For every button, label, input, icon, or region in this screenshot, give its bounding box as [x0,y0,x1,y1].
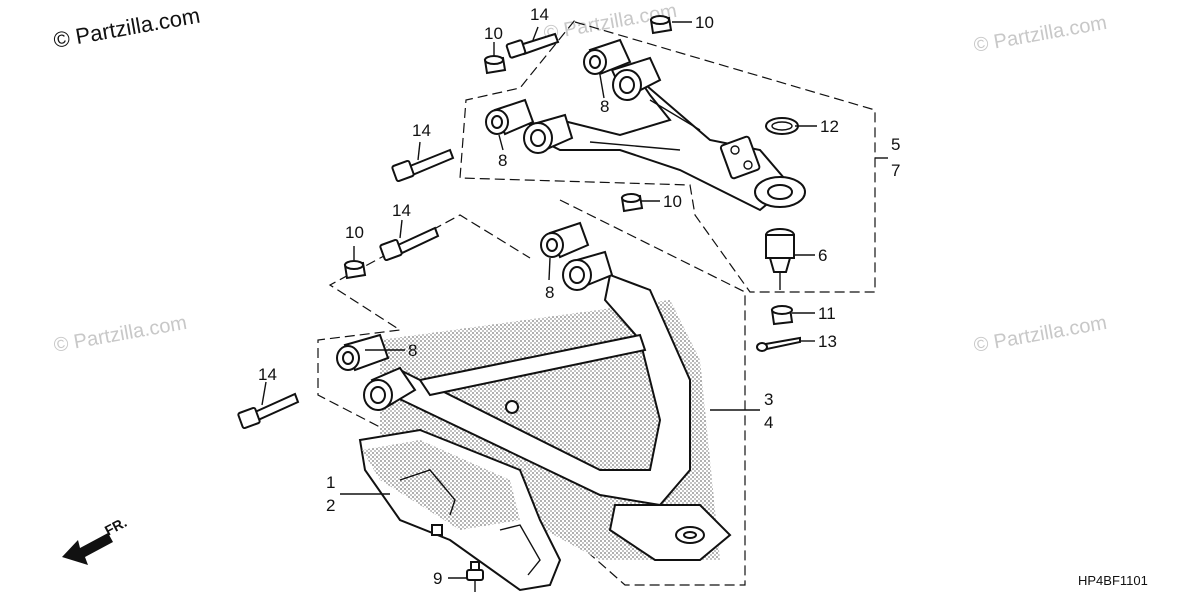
castle-nut-11 [770,305,794,326]
nut-10-upper-a [483,55,507,75]
watermark: © Partzilla.com [972,12,1109,57]
nut-10-upper-b [649,15,673,35]
bushing-8-lower-a [540,221,590,259]
callout-14: 14 [258,365,277,384]
callout-9: 9 [433,569,442,588]
callout-8: 8 [545,283,554,302]
callout-10: 10 [484,24,503,43]
nut-10-lower-b [343,260,367,280]
callout-1: 1 [326,473,335,492]
callout-14: 14 [412,121,431,140]
cotter-pin-13 [756,336,801,352]
ball-joint-6 [765,228,795,290]
callout-13: 13 [818,332,837,351]
callout-14: 14 [392,201,411,220]
watermark-top-left: © Partzilla.com [52,3,202,53]
callout-8: 8 [408,341,417,360]
leader-lines [261,21,888,579]
callout-10: 10 [663,192,682,211]
nut-10-lower-a [620,193,644,213]
bushing-8-upper-b [485,98,535,136]
diagram-code: HP4BF1101 [1078,573,1148,588]
callout-12: 12 [820,117,839,136]
lower-arm-group-outline [317,199,746,586]
bushing-8-upper-a [583,38,632,76]
front-direction-arrow: FR. [62,514,129,565]
callout-2: 2 [326,496,335,515]
bolt-14-upper-b [391,148,455,183]
bolt-9 [466,561,484,592]
callout-14: 14 [530,5,549,24]
watermark: © Partzilla.com [972,312,1109,357]
bushing-8-lower-b [336,333,390,372]
callout-3: 3 [764,390,773,409]
callout-6: 6 [818,246,827,265]
watermark: © Partzilla.com [52,312,189,357]
snap-ring-12 [765,117,799,135]
callout-5: 5 [891,135,900,154]
upper-arm-group-outline [459,19,876,293]
upper-pivot-front [523,113,574,154]
callout-7: 7 [891,161,900,180]
upper-pivot-rear [610,56,662,101]
lower-arm [363,250,732,561]
callout-4: 4 [764,413,773,432]
upper-arm [523,56,806,212]
callout-11: 11 [818,304,836,323]
bolt-14-lower-b [237,392,300,430]
lower-pivot-front [363,366,417,411]
callout-8: 8 [498,151,507,170]
arm-guard-1-2 [358,428,562,592]
callout-10: 10 [695,13,714,32]
callout-10: 10 [345,223,364,242]
lower-pivot-rear [562,250,614,291]
callout-8: 8 [600,97,609,116]
bolt-14-upper-a [505,32,560,59]
bolt-14-lower-a [379,226,440,262]
